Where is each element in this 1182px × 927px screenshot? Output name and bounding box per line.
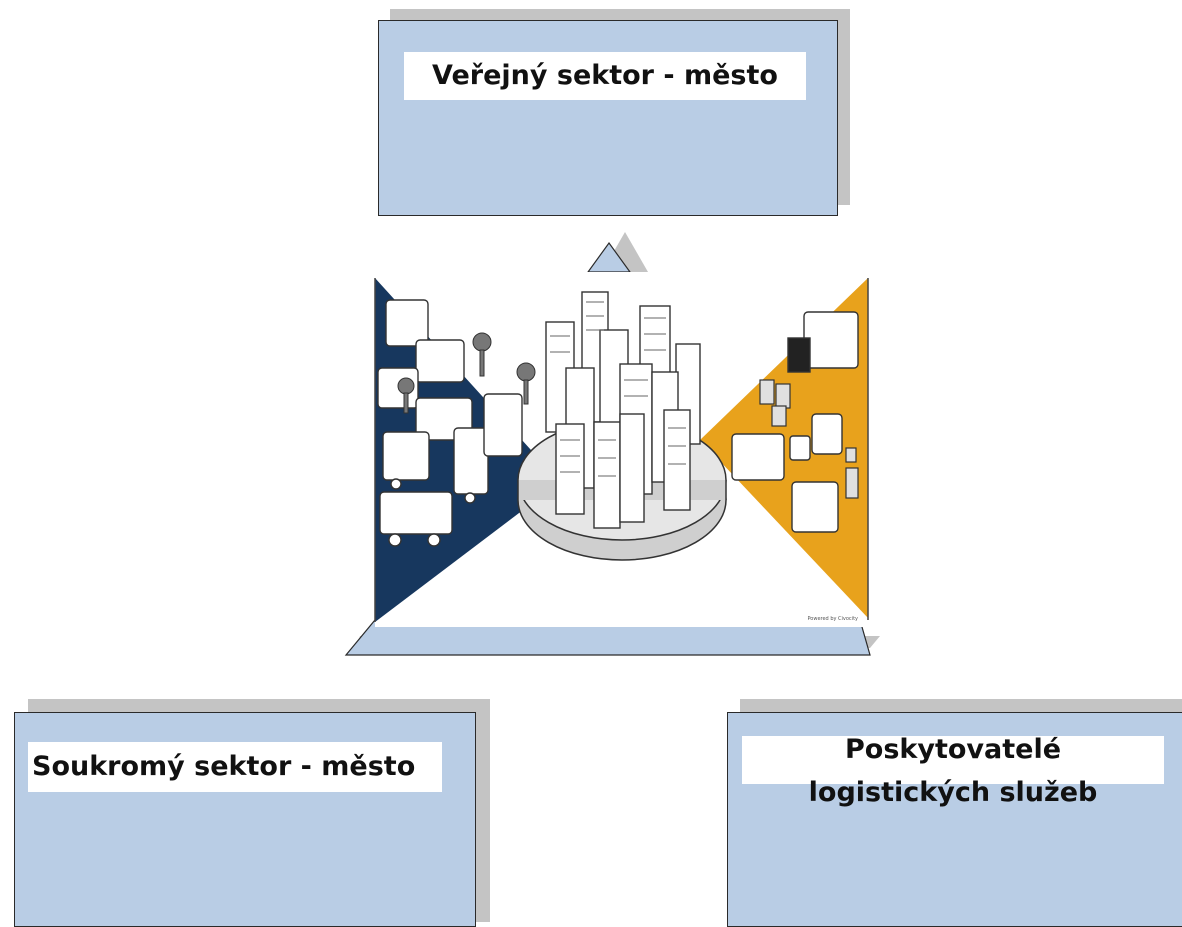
- building-windows: [550, 301, 686, 477]
- delivery-trucks-icon: [731, 311, 859, 533]
- logistics-label-line1: Poskytovatelé: [844, 734, 1062, 765]
- private-sector-label: Soukromý sektor - město: [28, 742, 442, 792]
- vans-icon: [377, 299, 523, 547]
- skyscrapers-icon: [545, 291, 701, 529]
- logistics-label-bg: [742, 736, 1164, 784]
- parcel-lockers-icon: [759, 379, 859, 499]
- logistics-label-line2: logistických služeb: [808, 777, 1098, 808]
- illustration-credit: Powered by Civocity: [807, 616, 858, 622]
- trees-icon: [397, 332, 536, 414]
- public-sector-label: Veřejný sektor - město: [404, 52, 806, 100]
